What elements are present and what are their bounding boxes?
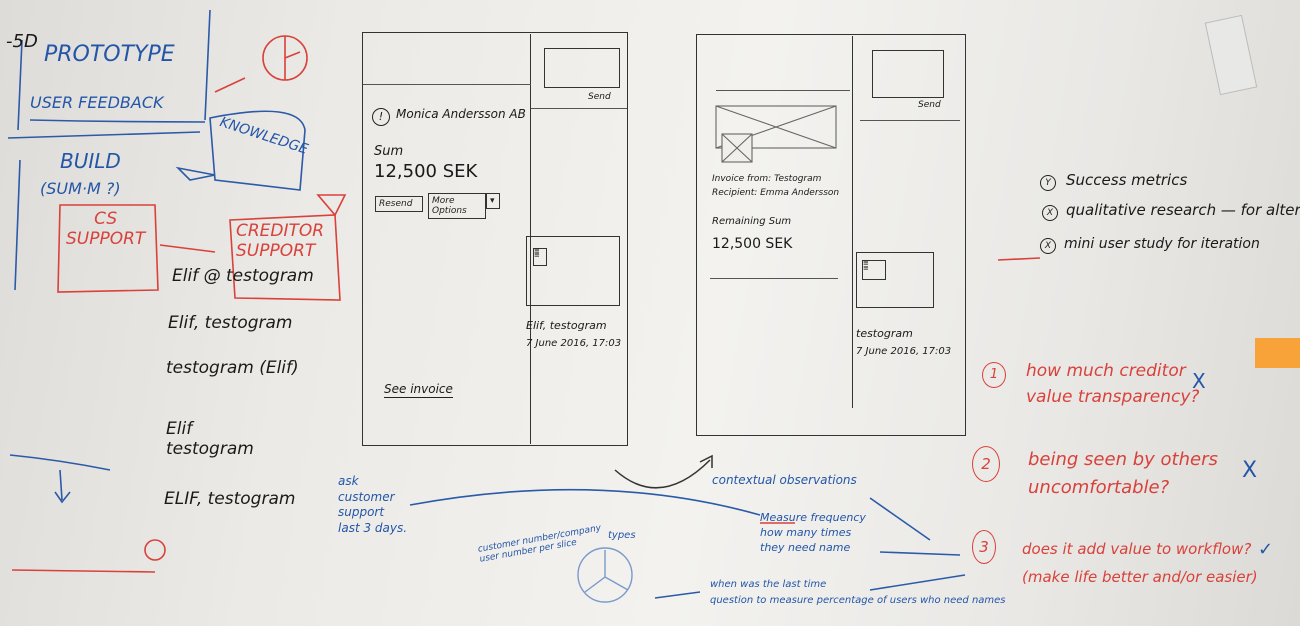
question-text: how much creditor value transparency?	[1026, 361, 1200, 408]
resend-button[interactable]: Resend	[375, 196, 423, 212]
question-mark: ✓	[1258, 539, 1274, 560]
name-variant: Elif @ testogram	[172, 266, 314, 286]
cs-support-box	[57, 204, 159, 293]
question-mark: X	[1242, 458, 1258, 483]
pie-chart-sketch	[577, 547, 633, 603]
ask-support-note: ask customer support last 3 days.	[338, 474, 408, 535]
prototype-note: PROTOTYPE	[44, 42, 175, 67]
company-name: Monica Andersson AB	[396, 107, 526, 121]
remaining-label: Remaining Sum	[712, 216, 792, 227]
circle-marker-icon: Y	[1040, 175, 1056, 191]
send-button[interactable]: Send	[588, 92, 611, 102]
creditor-support-box	[229, 214, 341, 301]
message-author: Elif, testogram	[526, 319, 607, 332]
invoice-from: Invoice from: Testogram	[712, 174, 822, 184]
message-input[interactable]	[872, 50, 944, 98]
see-invoice-link[interactable]: See invoice	[384, 382, 453, 398]
question-text: being seen by others uncomfortable?	[1028, 449, 1218, 498]
document-icon[interactable]: ≡≡	[862, 260, 886, 280]
message-input[interactable]	[544, 48, 620, 88]
more-options-button[interactable]: More Options	[428, 193, 486, 219]
last-time-note: when was the last time question to measu…	[710, 579, 1006, 606]
build-sub-note: (SUM·M ?)	[40, 179, 121, 198]
name-variant: Elif testogram	[166, 419, 254, 459]
question-number: 2	[972, 446, 1000, 482]
recipient: Recipient: Emma Andersson	[712, 188, 840, 198]
message-author: testogram	[856, 327, 913, 340]
alert-icon: !	[372, 108, 390, 126]
sum-value: 12,500 SEK	[374, 161, 478, 182]
name-variant: testogram (Elif)	[166, 358, 299, 378]
name-variant: ELIF, testogram	[164, 489, 296, 509]
measure-frequency-note: Measure frequency how many times they ne…	[760, 511, 866, 554]
send-button[interactable]: Send	[918, 100, 941, 110]
message-time: 7 June 2016, 17:03	[856, 346, 952, 357]
types-note: types	[608, 530, 636, 541]
build-note: BUILD	[60, 149, 121, 173]
message-time: 7 June 2016, 17:03	[526, 338, 622, 349]
dropdown-icon[interactable]: ▾	[486, 193, 500, 209]
creditor-support-note: CREDITOR SUPPORT	[236, 221, 325, 261]
question-number: 1	[982, 362, 1006, 388]
remaining-value: 12,500 SEK	[712, 236, 793, 252]
sticky-note	[1255, 338, 1300, 368]
message-bubble	[856, 252, 934, 308]
contextual-observations-note: contextual observations	[712, 473, 857, 487]
step-marker: -5D	[6, 31, 38, 52]
cs-support-note: CS SUPPORT	[66, 209, 146, 249]
message-bubble	[526, 236, 620, 306]
name-variant: Elif, testogram	[168, 313, 293, 333]
question-mark: X	[1192, 369, 1206, 393]
user-feedback-note: USER FEEDBACK	[30, 93, 164, 112]
circle-marker-icon: X	[1042, 205, 1058, 221]
circle-marker-icon: X	[1040, 238, 1056, 254]
sum-label: Sum	[374, 144, 404, 159]
document-icon[interactable]: ≡≡	[533, 248, 547, 266]
left-vertical-line	[17, 39, 23, 131]
question-text: does it add value to workflow? (make lif…	[1022, 540, 1258, 586]
question-number: 3	[972, 530, 996, 564]
